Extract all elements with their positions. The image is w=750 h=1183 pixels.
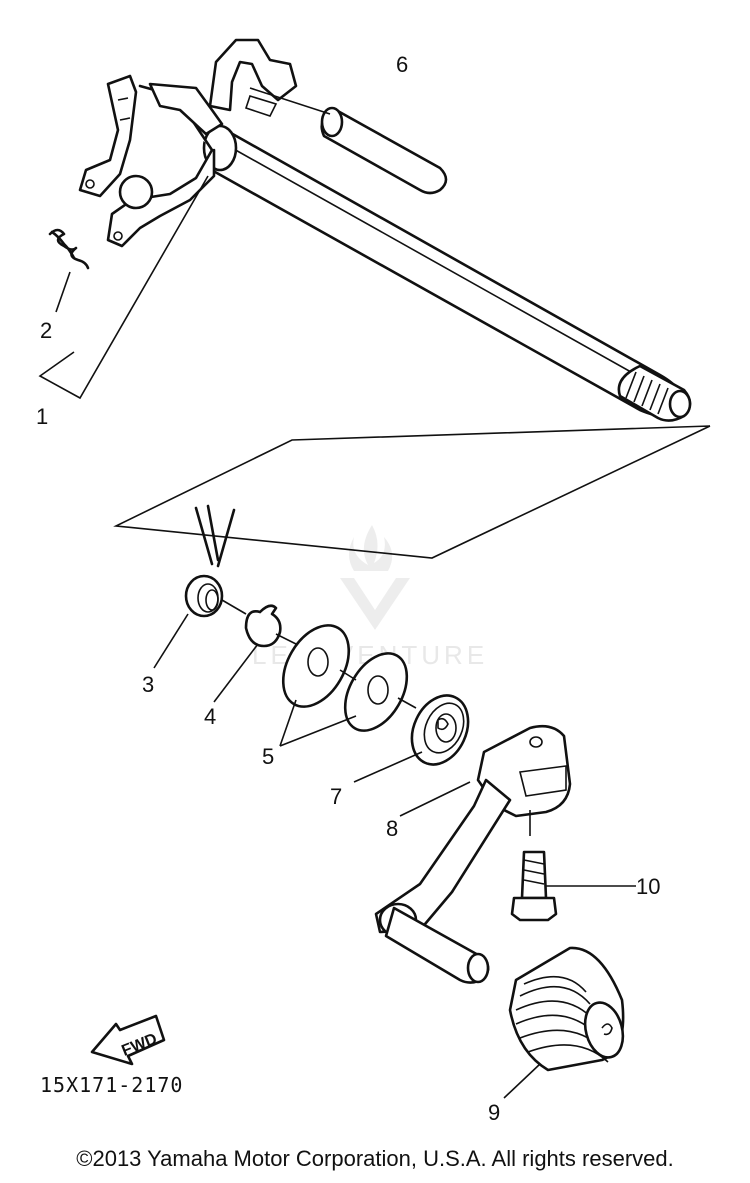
callout-9: 9 — [488, 1100, 500, 1125]
callout-1: 1 — [36, 404, 48, 429]
assembly-bracket-lines — [38, 175, 711, 559]
callout-10: 10 — [636, 874, 660, 899]
part-3-torsion-spring — [153, 504, 247, 669]
part-10-bolt — [510, 850, 636, 922]
part-1-shift-shaft — [78, 38, 692, 422]
callout-6: 6 — [396, 52, 408, 77]
callout-7: 7 — [330, 784, 342, 809]
callout-3: 3 — [142, 672, 154, 697]
part-8-shift-pedal — [374, 724, 572, 984]
part-7-oil-seal — [353, 694, 470, 783]
watermark-logo: LEADVENTURE — [252, 525, 484, 670]
fwd-arrow-badge: FWD — [90, 1014, 166, 1066]
part-6-pin — [249, 87, 448, 195]
callout-5: 5 — [262, 744, 274, 769]
diagram-code: 15X171-2170 — [40, 1073, 183, 1097]
part-2-spring — [48, 228, 90, 313]
copyright-notice: ©2013 Yamaha Motor Corporation, U.S.A. A… — [76, 1146, 674, 1171]
callout-4: 4 — [204, 704, 216, 729]
callout-2: 2 — [40, 318, 52, 343]
part-5-washers — [279, 624, 417, 747]
callout-8: 8 — [386, 816, 398, 841]
part-9-pedal-rubber — [503, 946, 625, 1099]
